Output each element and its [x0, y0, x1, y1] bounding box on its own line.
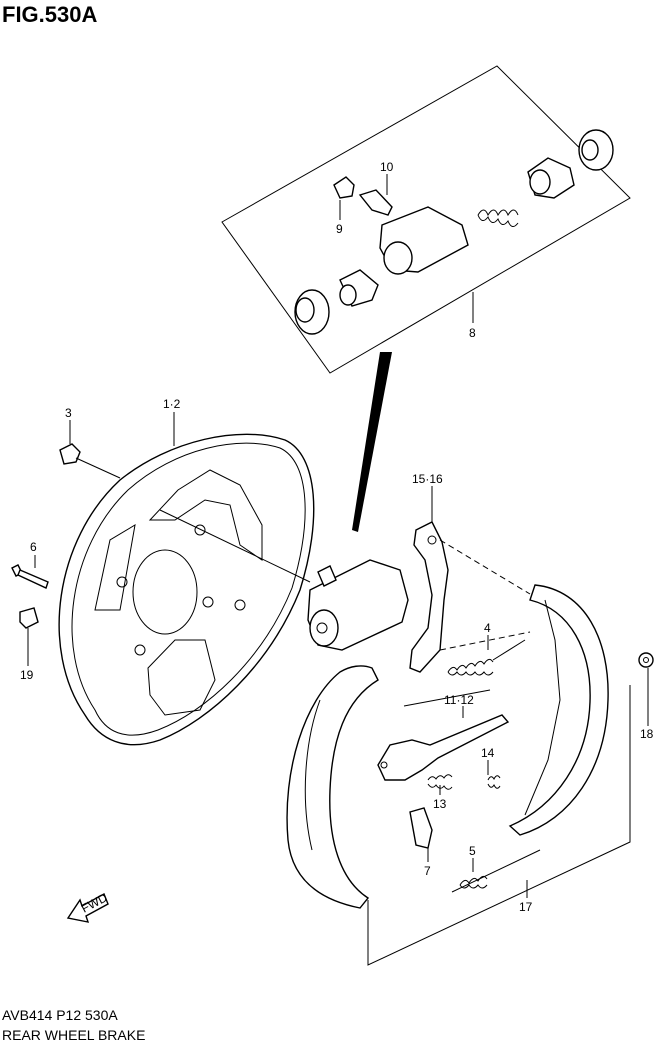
leader-lines — [27, 174, 649, 898]
kit-pointer-arrow — [352, 352, 392, 532]
callout-13: 13 — [433, 797, 447, 811]
cylinder-body-kit — [379, 206, 469, 275]
piston-left — [339, 269, 379, 307]
figure-name: REAR WHEEL BRAKE — [2, 1027, 146, 1043]
piston-right — [527, 157, 575, 199]
wheel-cylinder-assembly — [159, 509, 409, 651]
callout-11-12: 11·12 — [444, 693, 474, 707]
spring-5 — [451, 849, 541, 893]
callout-8: 8 — [469, 326, 476, 340]
wheel-cylinder-kit-box — [221, 65, 631, 374]
bleeder-cap — [333, 176, 355, 199]
callout-19: 19 — [20, 668, 34, 682]
cylinder-spring — [477, 209, 519, 227]
brake-shoe-right — [508, 584, 609, 836]
clip-7 — [409, 807, 433, 849]
backing-plate — [58, 433, 315, 746]
callout-10: 10 — [380, 160, 394, 174]
callout-1-2: 1·2 — [163, 397, 181, 411]
figure-code: AVB414 P12 530A — [2, 1007, 118, 1023]
callout-5: 5 — [469, 844, 476, 858]
brake-shoe-left — [286, 665, 379, 909]
figure-title: FIG.530A — [2, 2, 98, 27]
callout-9: 9 — [336, 222, 343, 236]
fwd-arrow-icon: FWD — [66, 890, 110, 923]
callout-17: 17 — [519, 900, 533, 914]
callout-15-16: 15·16 — [412, 472, 443, 486]
callout-14: 14 — [481, 746, 495, 760]
piston-cup-right — [578, 129, 614, 171]
bleeder-screw — [358, 189, 393, 216]
callout-18: 18 — [640, 727, 654, 741]
bolt-3 — [59, 443, 121, 479]
plug-19 — [19, 607, 39, 629]
spring-4 — [447, 639, 526, 676]
shoe-set-bracket — [367, 685, 631, 966]
pin-6 — [11, 564, 49, 589]
assembly-guide-lines — [439, 539, 531, 651]
callout-3: 3 — [65, 406, 72, 420]
washer-18 — [638, 652, 654, 668]
callout-4: 4 — [484, 621, 491, 635]
callout-6: 6 — [30, 540, 37, 554]
adjuster-strut — [377, 689, 510, 781]
spring-14 — [487, 775, 501, 789]
parking-lever — [409, 521, 449, 673]
callout-7: 7 — [424, 864, 431, 878]
piston-cup-left — [294, 289, 330, 335]
